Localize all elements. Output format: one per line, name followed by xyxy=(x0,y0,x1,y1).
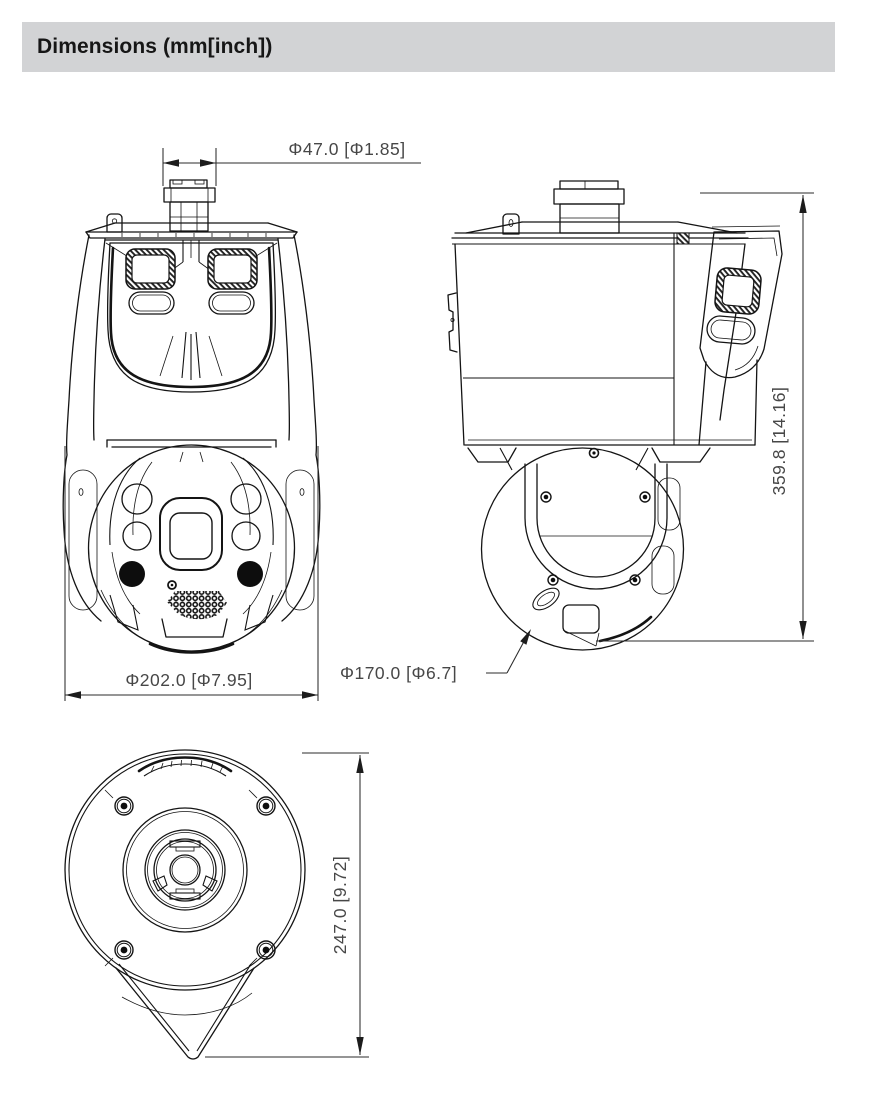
side-lens-pod xyxy=(698,225,783,446)
ir-led-left xyxy=(119,561,145,587)
front-dim-top-label: Φ47.0 [Φ1.85] xyxy=(288,139,405,159)
bottom-dim-depth-label: 247.0 [9.72] xyxy=(330,856,350,954)
side-view-drawing: 359.8 [14.16] Φ170.0 [Φ6.7] xyxy=(340,180,814,683)
side-ptz-ball xyxy=(480,447,685,651)
screw xyxy=(167,580,177,590)
speaker-grille xyxy=(167,591,227,620)
side-dim-height-label: 359.8 [14.16] xyxy=(769,387,789,496)
front-ptz-ball xyxy=(87,444,296,654)
side-safety-lug xyxy=(502,213,520,235)
side-mount-stub xyxy=(553,180,625,234)
ir-led-right xyxy=(237,561,263,587)
front-dim-bottom-label: Φ202.0 [Φ7.95] xyxy=(125,670,252,690)
side-dim-height: 359.8 [14.16] xyxy=(596,192,814,642)
front-mount-stub xyxy=(163,179,216,232)
ball-screws xyxy=(540,491,651,586)
side-dim-ball: Φ170.0 [Φ6.7] xyxy=(340,629,531,683)
side-clip xyxy=(447,292,458,353)
front-face-panel xyxy=(104,239,279,393)
page-title: Dimensions (mm[inch]) xyxy=(37,35,273,58)
front-body-arms xyxy=(62,234,321,622)
side-body xyxy=(447,213,756,463)
safety-wire-lug xyxy=(106,213,123,233)
front-view-drawing: Φ47.0 [Φ1.85] Φ202.0 [Φ7.95] xyxy=(62,139,421,701)
bottom-mount xyxy=(152,838,218,902)
bottom-screws xyxy=(104,789,276,967)
front-dim-bottom: Φ202.0 [Φ7.95] xyxy=(64,446,319,701)
bottom-base xyxy=(64,749,306,1060)
front-dim-top: Φ47.0 [Φ1.85] xyxy=(162,139,421,186)
section-header-bar: Dimensions (mm[inch]) xyxy=(22,22,835,72)
front-top-plate xyxy=(85,213,298,239)
side-dim-ball-label: Φ170.0 [Φ6.7] xyxy=(340,663,457,683)
front-lens-windows xyxy=(125,248,258,315)
front-collar xyxy=(106,439,277,448)
main-lens xyxy=(169,512,213,560)
bottom-view-drawing: 247.0 [9.72] xyxy=(64,749,369,1060)
bottom-dim-depth: 247.0 [9.72] xyxy=(205,752,369,1058)
